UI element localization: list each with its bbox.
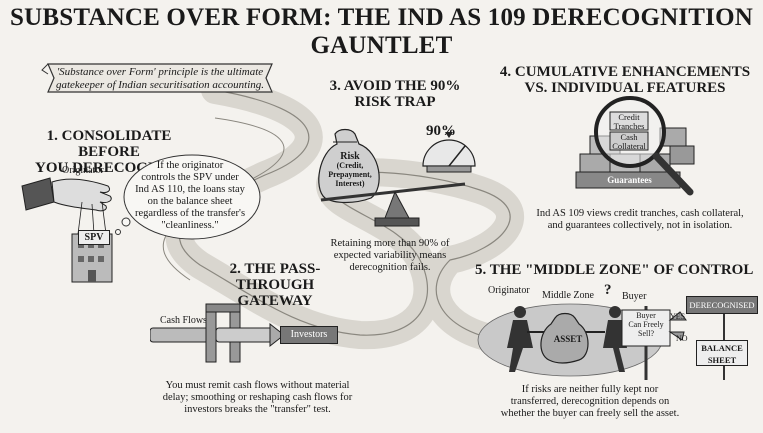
banner-text: 'Substance over Form' principle is the u…: [50, 66, 270, 92]
step5-body: If risks are neither fully kept nor tran…: [490, 384, 690, 420]
yes-label: YES: [670, 312, 686, 321]
risk-bag-label: Risk (Credit, Prepayment, Interest): [320, 151, 380, 189]
spv-sign: SPV: [78, 230, 110, 245]
risk-bag-line-1: Risk: [340, 151, 360, 162]
step1-bubble-text: If the originator controls the SPV under…: [125, 160, 255, 232]
step3-body-line-3: derecognition fails.: [349, 262, 431, 273]
step2-body: You must remit cash flows without materi…: [150, 380, 365, 416]
risk-scale-illustration: [318, 128, 476, 227]
banner-line-1: 'Substance over Form' principle is the u…: [56, 66, 264, 78]
step5-heading: 5. THE "MIDDLE ZONE" OF CONTROL: [475, 262, 754, 278]
step2-body-line-2: delay; smoothing or reshaping cash flows…: [162, 392, 353, 403]
step4-heading: 4. CUMULATIVE ENHANCEMENTS VS. INDIVIDUA…: [495, 64, 755, 96]
step4-body-line-2: and guarantees collectively, not in isol…: [547, 220, 733, 231]
step2-body-line-1: You must remit cash flows without materi…: [165, 380, 350, 391]
step2-body-line-3: investors breaks the "transfer" test.: [184, 404, 331, 415]
cash-collateral-line-2: Collateral: [612, 141, 646, 151]
step1-bubble-line-2: controls the SPV under: [141, 172, 239, 183]
step5-body-line-3: whether the buyer can freely sell the as…: [500, 408, 680, 419]
step1-bubble-line-3: Ind AS 110, the loans stay: [135, 184, 245, 195]
step2-heading-line-1: 2. THE PASS-: [229, 261, 321, 277]
step1-bubble-line-1: If the originator: [156, 160, 224, 171]
step2-heading: 2. THE PASS- THROUGH GATEWAY: [200, 261, 350, 309]
step5-body-line-1: If risks are neither fully kept nor: [521, 384, 659, 395]
guarantees-label: Guarantees: [607, 175, 652, 185]
credit-tranches-label: Credit Tranches: [608, 113, 650, 131]
balance-sheet-sign: BALANCE SHEET: [696, 340, 748, 366]
middle-zone-label: Middle Zone: [542, 290, 594, 301]
step1-bubble-line-6: "cleanliness.": [161, 220, 219, 231]
step1-bubble-line-4: on the balance sheet: [147, 196, 233, 207]
step3-heading: 3. AVOID THE 90% RISK TRAP: [320, 78, 470, 110]
step2-heading-line-2: THROUGH GATEWAY: [235, 277, 315, 309]
step3-heading-line-2: RISK TRAP: [354, 94, 436, 110]
question-mark: ?: [604, 282, 612, 298]
step3-body-line-2: expected variability means: [333, 250, 447, 261]
step4-body-line-1: Ind AS 109 views credit tranches, cash c…: [536, 208, 744, 219]
step3-body-line-1: Retaining more than 90% of: [330, 238, 450, 249]
decision-signpost: [621, 306, 725, 380]
step4-heading-line-1: 4. CUMULATIVE ENHANCEMENTS: [499, 64, 751, 80]
derecognised-sign: DERECOGNISED: [686, 296, 758, 314]
step4-heading-line-2: VS. INDIVIDUAL FEATURES: [524, 80, 726, 96]
step5-originator-label: Originator: [488, 285, 530, 296]
page-title: SUBSTANCE OVER FORM: THE IND AS 109 DERE…: [9, 4, 753, 59]
risk-bag-line-3: Prepayment,: [328, 170, 372, 179]
banner-scroll: [41, 63, 273, 93]
cash-collateral-line-1: Cash: [620, 132, 638, 142]
no-label: NO: [676, 334, 688, 343]
cash-collateral-label: Cash Collateral: [608, 133, 650, 151]
buyer-label: Buyer: [622, 291, 647, 302]
pipe-gateway-illustration: [150, 303, 285, 363]
asset-label: ASSET: [553, 334, 583, 344]
step1-bubble-line-5: regardless of the transfer's: [134, 208, 246, 219]
step1-heading-line-1: 1. CONSOLIDATE BEFORE: [46, 128, 172, 160]
step4-body: Ind AS 109 views credit tranches, cash c…: [525, 208, 755, 232]
step1-originator-label: Originator: [62, 165, 104, 176]
risk-bag-line-4: Interest): [335, 179, 365, 188]
sign-question-line-1: Buyer: [636, 311, 656, 320]
banner-line-2: gatekeeper of Indian securitisation acco…: [55, 79, 265, 91]
sign-question-line-2: Can Freely: [628, 320, 664, 329]
step3-body: Retaining more than 90% of expected vari…: [315, 238, 465, 274]
thought-bubble: [115, 154, 261, 240]
credit-tranches-line-1: Credit: [618, 112, 640, 122]
balance-sheet-line-2: SHEET: [707, 355, 737, 365]
enhancements-magnifier-illustration: [575, 96, 695, 196]
sign-question-line-3: Sell?: [638, 329, 654, 338]
risk-bag-line-2: (Credit,: [336, 161, 364, 170]
step3-heading-line-1: 3. AVOID THE 90%: [329, 78, 461, 94]
investors-box: Investors: [280, 326, 338, 344]
sign-question: Buyer Can Freely Sell?: [622, 311, 670, 338]
step5-body-line-2: transferred, derecognition depends on: [510, 396, 670, 407]
cash-flows-label: Cash Flows: [160, 315, 207, 326]
balance-sheet-line-1: BALANCE: [701, 343, 743, 353]
credit-tranches-line-2: Tranches: [613, 121, 645, 131]
tug-of-war-illustration: [477, 303, 663, 377]
